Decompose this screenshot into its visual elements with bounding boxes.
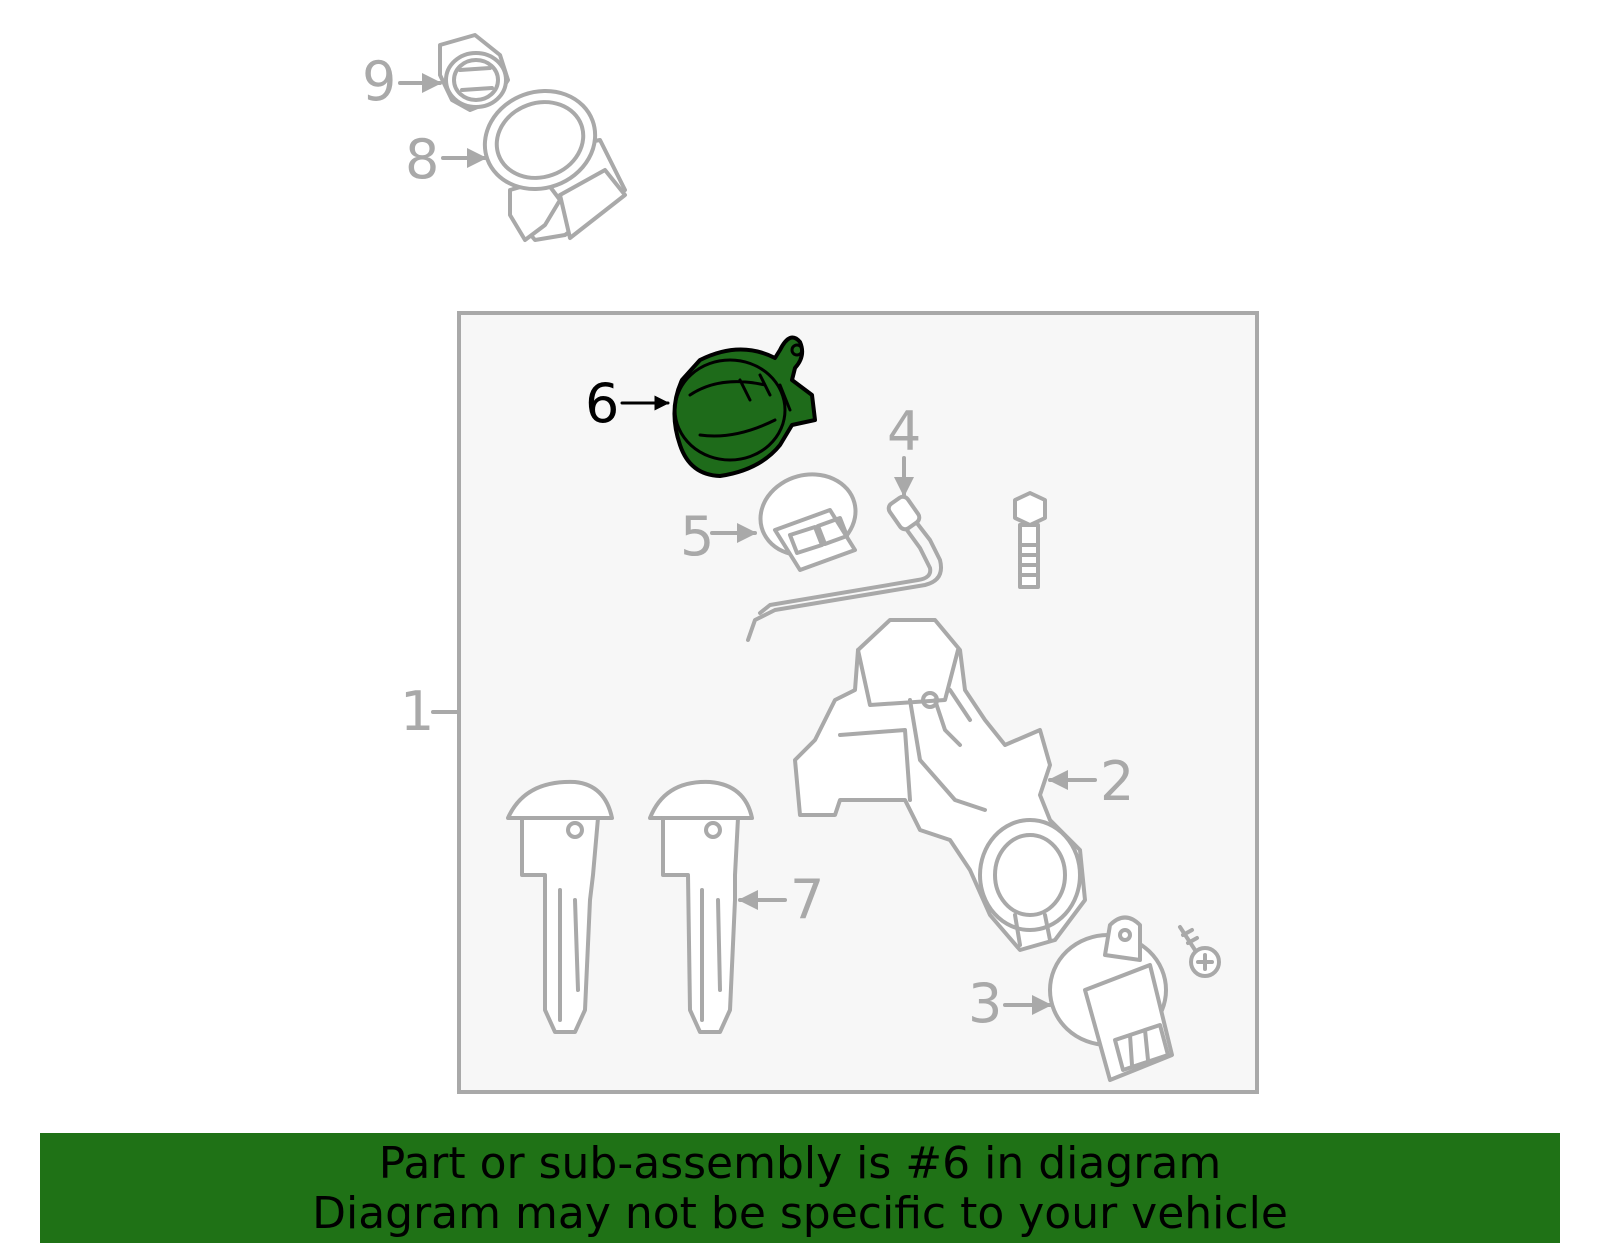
screw[interactable] — [1178, 925, 1221, 978]
part-8-ring-antenna[interactable] — [471, 76, 627, 242]
callout-7: 7 — [790, 868, 824, 931]
banner-line-part: Part or sub-assembly is #6 in diagram — [378, 1138, 1222, 1189]
callout-2: 2 — [1100, 750, 1134, 813]
bolt[interactable] — [1013, 491, 1047, 589]
part-6-highlighted[interactable] — [672, 335, 817, 478]
part-7-key-right[interactable] — [648, 779, 754, 1034]
part-5-connector[interactable] — [751, 464, 864, 572]
callout-4: 4 — [887, 400, 921, 463]
part-9-cap[interactable] — [438, 33, 510, 112]
callout-8: 8 — [405, 128, 439, 191]
part-2-ignition-housing[interactable] — [793, 618, 1087, 952]
part-7-key-left[interactable] — [506, 779, 614, 1034]
callout-3: 3 — [968, 972, 1002, 1035]
callout-9: 9 — [362, 50, 396, 113]
callout-6: 6 — [585, 372, 619, 435]
callout-5: 5 — [680, 505, 714, 568]
callout-1: 1 — [400, 680, 434, 743]
info-banner: Part or sub-assembly is #6 in diagram Di… — [40, 1133, 1560, 1243]
banner-line-disclaimer: Diagram may not be specific to your vehi… — [312, 1188, 1288, 1239]
part-4-rod[interactable] — [746, 494, 943, 642]
part-3-switch[interactable] — [1048, 915, 1174, 1082]
